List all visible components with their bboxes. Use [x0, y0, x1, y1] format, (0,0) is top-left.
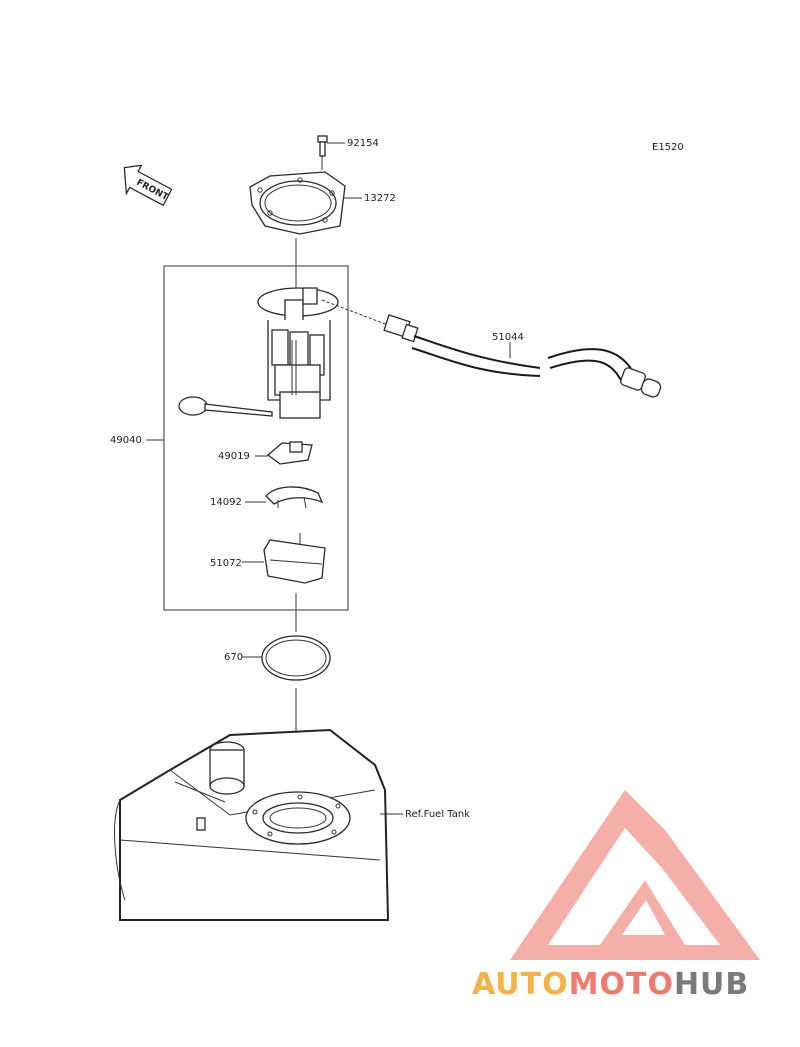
hose-leader	[321, 299, 389, 326]
assembly-frame	[163, 265, 349, 611]
bolt-92154	[317, 135, 345, 170]
part-label-cup: 51072	[210, 558, 242, 569]
part-label-hose: 51044	[492, 332, 524, 343]
watermark-auto: AUTO	[472, 967, 569, 1002]
part-label-filter: 49019	[218, 451, 250, 462]
part-label-plate: 13272	[364, 193, 396, 204]
oring-670	[242, 635, 331, 681]
diagram-code: E1520	[652, 142, 684, 153]
filter-49019	[255, 441, 313, 465]
watermark-text: AUTOMOTOHUB	[472, 967, 749, 1002]
cup-51072	[242, 533, 326, 584]
svg-text:AUTOMOTOHUB: AUTOMOTOHUB	[472, 967, 749, 1002]
bracket-14092	[245, 486, 324, 509]
fuel-tank	[114, 728, 403, 921]
part-label-bracket: 14092	[210, 497, 242, 508]
watermark-logo	[510, 790, 760, 960]
part-label-pump-assy: 49040	[110, 435, 142, 446]
fuel-pump-49040	[178, 287, 339, 419]
part-label-oring: 670	[224, 652, 243, 663]
watermark-hub: HUB	[674, 967, 749, 1002]
reference-label: Ref.Fuel Tank	[405, 809, 470, 820]
plate-13272	[249, 171, 362, 235]
watermark-moto: MOTO	[569, 967, 674, 1002]
front-arrow-icon: FRONT	[123, 164, 173, 207]
fuel-hose-51044	[383, 314, 662, 398]
part-label-bolt: 92154	[347, 138, 379, 149]
